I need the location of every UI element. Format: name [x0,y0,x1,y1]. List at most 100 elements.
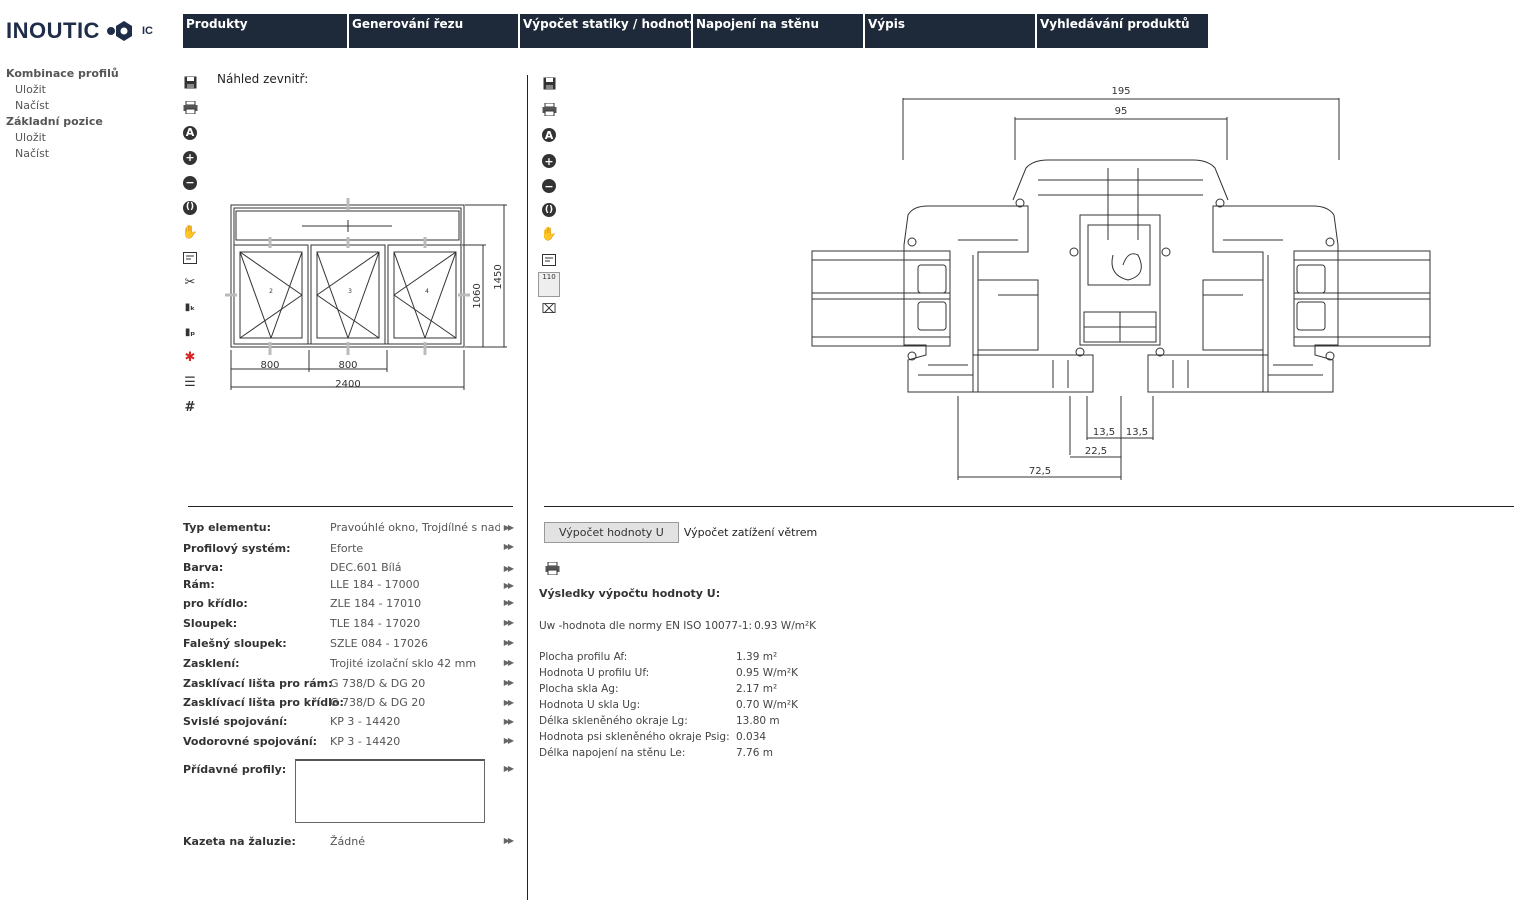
results-heading: Výsledky výpočtu hodnoty U: [539,587,721,600]
dim-195: 195 [1111,86,1130,97]
preview-toolbar: A + − () ✋ ✂ ▮ₖ ▮ₚ ✱ ☰ # [181,70,199,420]
results-tabs: Výpočet hodnoty U Výpočet zatížení větre… [544,522,817,543]
profile-k-icon[interactable]: ▮ₖ [184,302,196,313]
results-table: Plocha profilu Af:1.39 m² Hodnota U prof… [539,651,839,763]
window-preview-drawing[interactable]: 2 3 4 800 800 2400 1060 1450 [222,190,522,395]
expand-arrow-icon[interactable]: ▶▶ [503,618,514,627]
save-icon[interactable] [181,70,199,95]
zoom-in-icon[interactable]: + [181,145,199,170]
sidebar-base-position: Základní pozice [6,115,103,128]
sidebar-profile-load[interactable]: Načíst [15,99,50,112]
result-row: Hodnota U skla Ug:0.70 W/m²K [539,699,798,711]
expand-arrow-icon[interactable]: ▶▶ [503,678,514,687]
expand-arrow-icon[interactable]: ▶▶ [503,542,514,551]
tab-statics-u-value[interactable]: Výpočet statiky / hodnoty U [520,14,693,48]
print-icon[interactable] [181,95,199,120]
expand-arrow-icon[interactable]: ▶▶ [503,717,514,726]
prop-frame[interactable]: Rám:LLE 184 - 17000▶▶ [183,578,514,591]
delete-dimension-icon[interactable]: ⌧ [541,302,557,317]
sidebar: Kombinace profilů Uložit Načíst Základní… [6,66,119,162]
text-box-icon[interactable] [540,247,558,272]
tab-u-value-calc[interactable]: Výpočet hodnoty U [544,522,679,543]
expand-arrow-icon[interactable]: ▶▶ [503,698,514,707]
scissors-icon[interactable]: ✂ [184,275,196,290]
dim-13-5-right: 13,5 [1126,427,1148,438]
left-horizontal-divider [188,506,513,507]
profile-p-icon[interactable]: ▮ₚ [184,327,196,338]
pan-hand-icon[interactable]: ✋ [540,227,558,242]
sidebar-profile-combination: Kombinace profilů [6,67,119,80]
prop-color[interactable]: Barva:DEC.601 Bílá▶▶ [183,561,514,574]
uw-value: 0.93 W/m²K [754,620,817,632]
dim-total-width: 2400 [335,379,360,390]
grid-icon[interactable]: # [184,400,196,415]
expand-arrow-icon[interactable]: ▶▶ [503,836,514,845]
prop-glazing[interactable]: Zasklení:Trojité izolační sklo 42 mm▶▶ [183,656,514,670]
sidebar-profile-save[interactable]: Uložit [15,83,46,96]
zoom-out-icon[interactable]: − [181,170,199,195]
prop-extra-profiles: Přídavné profily: ▶▶ [183,759,518,831]
dim-total-height: 1450 [493,264,504,289]
profile-section-drawing[interactable]: 195 95 13,5 13,5 22,5 72,5 [808,80,1433,485]
tab-listing[interactable]: Výpis [865,14,1037,48]
expand-arrow-icon[interactable]: ▶▶ [503,564,514,573]
list-icon[interactable]: ☰ [184,375,196,390]
main-nav: Produkty Generování řezu Výpočet statiky… [183,14,1208,48]
text-box-icon[interactable] [181,245,199,270]
tab-product-search[interactable]: Vyhledávání produktů [1037,14,1208,48]
label-a-icon[interactable]: A [181,120,199,145]
result-row: Hodnota psi skleněného okraje Psig:0.034 [539,731,767,743]
tab-wind-load-calc[interactable]: Výpočet zatížení větrem [683,526,818,539]
sash-label-4: 4 [425,288,429,295]
sash-label-2: 2 [269,288,273,295]
tab-wall-connection[interactable]: Napojení na stěnu [693,14,865,48]
prop-mullion[interactable]: Sloupek:TLE 184 - 17020▶▶ [183,616,514,630]
uw-result: Uw -hodnota dle normy EN ISO 10077-1: 0.… [539,620,816,632]
right-horizontal-divider [544,506,1514,507]
print-icon[interactable] [543,559,561,577]
prop-vertical-join[interactable]: Svislé spojování:KP 3 - 14420▶▶ [183,715,514,728]
prop-bead-sash[interactable]: Zasklívací lišta pro křídlo:G 738/D & DG… [183,696,514,709]
print-icon[interactable] [540,96,558,122]
brand-name: INOUTIC [6,18,100,43]
prop-shutter-box[interactable]: Kazeta na žaluzie:Žádné▶▶ [183,834,514,848]
expand-arrow-icon[interactable]: ▶▶ [503,581,514,590]
section-toolbar: A + − () ✋ 110 ⌧ [538,70,560,322]
brand-suffix: IC [141,25,153,37]
prop-profile-system[interactable]: Profilový systém:Eforte▶▶ [183,541,514,555]
expand-arrow-icon[interactable]: ▶▶ [503,736,514,745]
dim-72-5: 72,5 [1029,466,1051,477]
cross-red-icon[interactable]: ✱ [184,350,196,365]
pan-hand-icon[interactable]: ✋ [181,225,199,240]
uw-label: Uw -hodnota dle normy EN ISO 10077-1: [539,620,753,632]
dim-width-2: 800 [338,360,357,371]
expand-arrow-icon[interactable]: ▶▶ [503,523,514,532]
sidebar-position-save[interactable]: Uložit [15,131,46,144]
extra-profiles-list[interactable] [295,759,485,823]
save-icon[interactable] [540,70,558,96]
result-row: Plocha skla Ag:2.17 m² [539,683,778,695]
expand-arrow-icon[interactable]: ▶▶ [503,598,514,607]
label-a-icon[interactable]: A [540,122,558,148]
tab-products[interactable]: Produkty [183,14,349,48]
tab-section-generation[interactable]: Generování řezu [349,14,520,48]
zoom-out-icon[interactable]: − [540,174,558,198]
fit-view-icon[interactable]: () [540,198,558,222]
result-row: Plocha profilu Af:1.39 m² [539,651,778,663]
result-row: Hodnota U profilu Uf:0.95 W/m²K [539,667,798,679]
prop-false-mullion[interactable]: Falešný sloupek:SZLE 084 - 17026▶▶ [183,636,514,650]
zoom-in-icon[interactable]: + [540,148,558,174]
expand-arrow-icon[interactable]: ▶▶ [503,764,514,773]
prop-element-type[interactable]: Typ elementu:Pravoúhlé okno, Trojdílné s… [183,521,514,534]
dim-13-5-left: 13,5 [1093,427,1115,438]
dim-width-1: 800 [260,360,279,371]
prop-horizontal-join[interactable]: Vodorovné spojování:KP 3 - 14420▶▶ [183,734,514,748]
expand-arrow-icon[interactable]: ▶▶ [503,638,514,647]
expand-arrow-icon[interactable]: ▶▶ [503,658,514,667]
fit-view-icon[interactable]: () [181,195,199,220]
dimension-110-icon[interactable]: 110 [538,272,560,297]
sidebar-position-load[interactable]: Načíst [15,147,50,160]
prop-bead-frame[interactable]: Zasklívací lišta pro rám:G 738/D & DG 20… [183,676,514,690]
hexagon-logo-icon [106,21,132,41]
prop-sash[interactable]: pro křídlo:ZLE 184 - 17010▶▶ [183,596,514,610]
